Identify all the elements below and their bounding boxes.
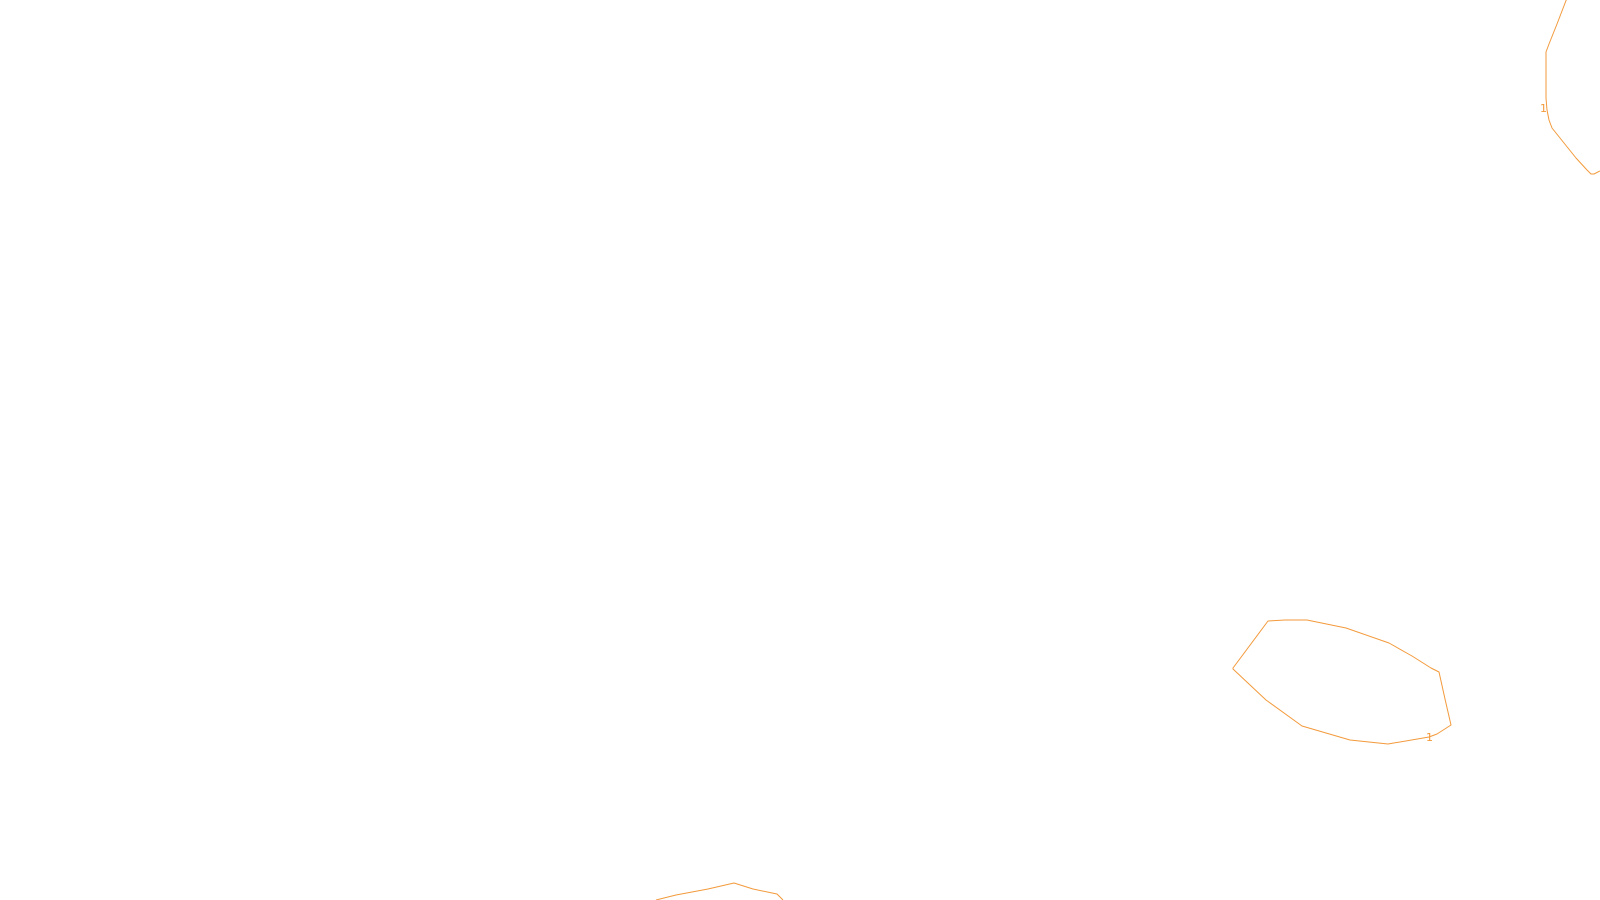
contour-group — [655, 882, 784, 900]
contour-line — [655, 882, 784, 900]
contour-group: 1 — [1540, 0, 1600, 175]
contour-label: 1 — [1426, 731, 1433, 744]
contour-group: 1 — [1232, 619, 1452, 745]
contour-label: 1 — [1540, 102, 1547, 115]
contour-line — [1545, 0, 1600, 175]
contour-line — [1232, 619, 1452, 745]
